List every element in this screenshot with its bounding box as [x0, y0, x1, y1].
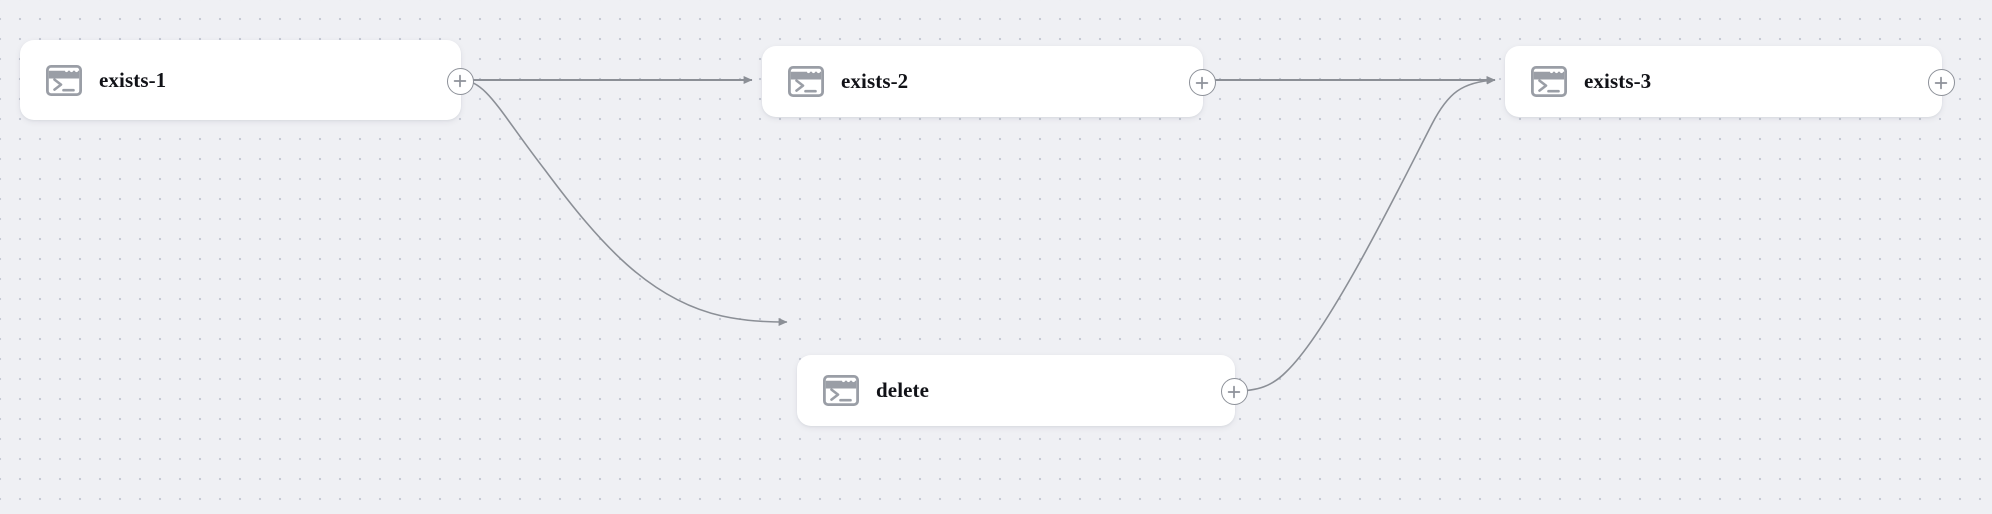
terminal-icon	[1530, 65, 1568, 98]
terminal-icon	[822, 374, 860, 407]
plus-icon	[1227, 385, 1241, 398]
node-exists-1-label: exists-1	[99, 67, 167, 92]
plus-icon	[453, 74, 467, 88]
node-delete-content: delete	[797, 374, 1235, 407]
edge-exists-1-to-delete[interactable]	[460, 79, 788, 326]
node-exists-1-content: exists-1	[20, 64, 461, 96]
add-node-handle-delete[interactable]	[1220, 378, 1248, 405]
node-exists-2[interactable]: exists-2	[762, 46, 1216, 117]
terminal-icon	[45, 64, 83, 96]
plus-icon	[1195, 76, 1209, 89]
terminal-icon	[787, 65, 825, 98]
add-node-handle-exists-1[interactable]	[446, 67, 474, 95]
edge-delete-to-exists-3[interactable]	[1234, 76, 1496, 392]
add-node-handle-exists-3[interactable]	[1927, 69, 1955, 96]
node-exists-3-content: exists-3	[1505, 65, 1942, 98]
add-node-handle-exists-2[interactable]	[1188, 69, 1216, 96]
node-exists-3[interactable]: exists-3	[1505, 46, 1955, 117]
node-exists-2-label: exists-2	[841, 69, 909, 93]
node-delete[interactable]: delete	[797, 355, 1248, 426]
node-exists-2-content: exists-2	[762, 65, 1203, 98]
node-exists-3-label: exists-3	[1584, 69, 1652, 93]
node-delete-label: delete	[876, 378, 930, 402]
plus-icon	[1934, 76, 1948, 89]
node-exists-1[interactable]: exists-1	[20, 40, 474, 120]
